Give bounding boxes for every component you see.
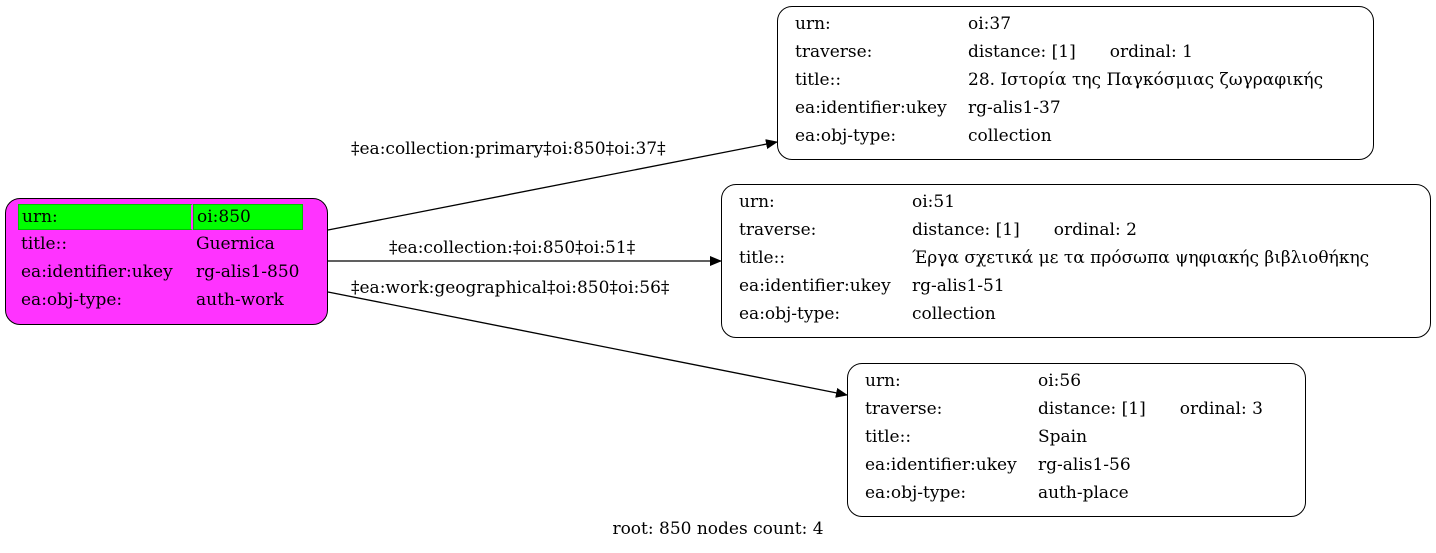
node-oi-37-table: urn: oi:37 traverse: distance: [1] ordinal:…	[792, 10, 1327, 150]
edge-label-root-to-37: ‡ea:collection:primary‡oi:850‡oi:37‡	[351, 139, 666, 159]
n51-ukey-value: rg-alis1-51	[912, 276, 1005, 296]
n37-traverse-key: traverse:	[795, 42, 873, 62]
n51-ordinal: ordinal: 2	[1053, 220, 1137, 240]
n56-traverse-value: distance: [1] ordinal: 3	[1035, 395, 1267, 423]
n37-traverse-value: distance: [1] ordinal: 1	[965, 38, 1327, 66]
n51-type-key: ea:obj-type:	[739, 304, 841, 324]
n37-title-key: title::	[795, 70, 842, 90]
root-urn-value: oi:850	[193, 204, 303, 230]
root-node-type-row: ea:obj-type: auth-work	[18, 286, 303, 314]
n56-type-value: auth-place	[1038, 483, 1129, 503]
n37-title-value: 28. Ιστορία της Παγκόσμιας ζωγραφικής	[968, 70, 1324, 90]
n37-ukey-value: rg-alis1-37	[968, 98, 1061, 118]
n37-ordinal: ordinal: 1	[1109, 42, 1193, 62]
n37-type-key: ea:obj-type:	[795, 126, 897, 146]
root-title-key: title::	[21, 234, 68, 254]
node-oi-51[interactable]: urn: oi:51 traverse: distance: [1] ordinal:…	[721, 184, 1431, 338]
root-type-value: auth-work	[196, 290, 284, 310]
root-node-title-row: title:: Guernica	[18, 230, 303, 258]
n51-title-key: title::	[739, 248, 786, 268]
n51-type-value: collection	[912, 304, 996, 324]
edge-label-root-to-51: ‡ea:collection:‡oi:850‡oi:51‡	[389, 238, 636, 258]
root-urn-key: urn:	[18, 204, 193, 230]
node-oi-56-table: urn: oi:56 traverse: distance: [1] ordinal:…	[862, 367, 1267, 507]
n37-ukey-key: ea:identifier:ukey	[795, 98, 947, 118]
edge-root-to-37	[327, 139, 778, 231]
n56-traverse-key: traverse:	[865, 399, 943, 419]
n51-ukey-key: ea:identifier:ukey	[739, 276, 891, 296]
node-oi-37[interactable]: urn: oi:37 traverse: distance: [1] ordinal:…	[777, 6, 1374, 160]
n37-distance: distance: [1]	[968, 42, 1076, 62]
root-ukey-value: rg-alis1-850	[196, 262, 300, 282]
n51-traverse-value: distance: [1] ordinal: 2	[909, 216, 1373, 244]
n56-ukey-value: rg-alis1-56	[1038, 455, 1131, 475]
n56-title-value: Spain	[1038, 427, 1088, 447]
node-oi-56[interactable]: urn: oi:56 traverse: distance: [1] ordinal:…	[847, 363, 1306, 517]
n51-distance: distance: [1]	[912, 220, 1020, 240]
root-type-key: ea:obj-type:	[21, 290, 123, 310]
n51-title-value: Έργα σχετικά με τα πρόσωπα ψηφιακής βιβλ…	[912, 248, 1370, 268]
n51-traverse-key: traverse:	[739, 220, 817, 240]
root-node-table: urn: oi:850 title:: Guernica ea:identifi…	[18, 204, 303, 314]
n56-urn-key: urn:	[865, 371, 901, 391]
n37-urn-key: urn:	[795, 14, 831, 34]
n56-ukey-key: ea:identifier:ukey	[865, 455, 1017, 475]
edge-label-root-to-56: ‡ea:work:geographical‡oi:850‡oi:56‡	[351, 278, 670, 298]
graph-footer: root: 850 nodes count: 4	[612, 519, 824, 539]
edge-root-to-56	[327, 291, 848, 398]
n37-type-value: collection	[968, 126, 1052, 146]
root-title-value: Guernica	[196, 234, 275, 254]
root-node-urn-row: urn: oi:850	[18, 204, 303, 230]
n56-title-key: title::	[865, 427, 912, 447]
root-node[interactable]: urn: oi:850 title:: Guernica ea:identifi…	[5, 198, 328, 325]
node-oi-51-table: urn: oi:51 traverse: distance: [1] ordinal:…	[736, 188, 1373, 328]
n56-distance: distance: [1]	[1038, 399, 1146, 419]
n56-type-key: ea:obj-type:	[865, 483, 967, 503]
root-node-ukey-row: ea:identifier:ukey rg-alis1-850	[18, 258, 303, 286]
n51-urn-key: urn:	[739, 192, 775, 212]
n51-urn-value: oi:51	[912, 192, 956, 212]
root-ukey-key: ea:identifier:ukey	[21, 262, 173, 282]
n56-ordinal: ordinal: 3	[1179, 399, 1263, 419]
n37-urn-value: oi:37	[968, 14, 1012, 34]
n56-urn-value: oi:56	[1038, 371, 1082, 391]
